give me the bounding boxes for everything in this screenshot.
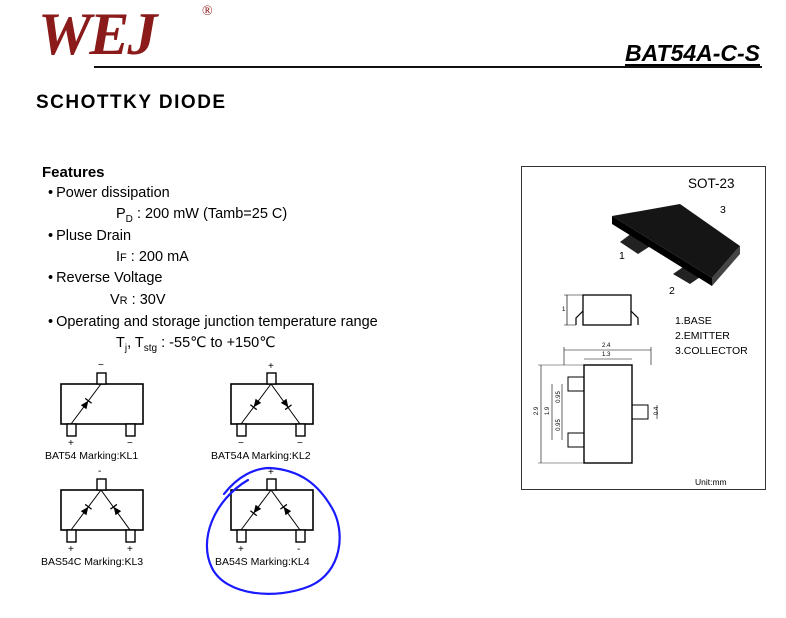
dim-1-9: 1.9 <box>545 406 552 416</box>
feature-power-label: Power dissipation <box>48 185 170 201</box>
header-rule <box>94 66 762 68</box>
pin-legend-base: 1.BASE <box>675 315 712 327</box>
circuit-bat54a <box>230 372 314 437</box>
feature-voltage-value: VR : 30V <box>110 292 166 308</box>
unit-note: Unit:mm <box>695 477 727 487</box>
polarity-c3-right: + <box>127 544 133 555</box>
polarity-c2-top: + <box>268 361 274 372</box>
package-side-view <box>564 294 639 326</box>
circuit-label-bas54c: BAS54C Marking:KL3 <box>41 556 144 568</box>
circuit-label-bat54a: BAT54A Marking:KL2 <box>211 450 311 462</box>
circuit-bas54c <box>60 478 144 543</box>
annotation-circle <box>205 466 341 595</box>
feature-temp-label: Operating and storage junction temperatu… <box>48 314 378 330</box>
polarity-c1-right: − <box>127 438 133 449</box>
brand-logo: WEJ <box>38 1 157 67</box>
polarity-c4-top: + <box>268 467 274 478</box>
dim-1: 1 <box>562 307 566 313</box>
feature-drain-value: IF : 200 mA <box>116 249 189 265</box>
pin-2-label: 2 <box>669 285 675 297</box>
polarity-c4-left: + <box>238 544 244 555</box>
dim-0-4: 0.4 <box>654 406 661 416</box>
package-panel <box>521 166 766 490</box>
polarity-c3-left: + <box>68 544 74 555</box>
pin-3-label: 3 <box>720 204 726 216</box>
pin-legend-emitter: 2.EMITTER <box>675 330 730 342</box>
feature-temp-value: Tj, Tstg : -55℃ to +150℃ <box>116 335 276 354</box>
circuit-bat54 <box>60 372 144 437</box>
polarity-c1-left: + <box>68 438 74 449</box>
circuit-label-bat54: BAT54 Marking:KL1 <box>45 450 139 462</box>
package-3d-view <box>612 204 740 286</box>
circuit-ba54s <box>230 478 314 543</box>
feature-voltage-label: Reverse Voltage <box>48 270 162 286</box>
package-name: SOT-23 <box>688 176 735 191</box>
polarity-c1-top: − <box>98 360 104 371</box>
circuit-label-ba54s: BA54S Marking:KL4 <box>215 556 310 568</box>
pin-legend-collector: 3.COLLECTOR <box>675 345 748 357</box>
dim-2-9: 2.9 <box>534 406 541 416</box>
page-subtitle: SCHOTTKY DIODE <box>36 92 227 113</box>
polarity-c2-right: − <box>297 438 303 449</box>
polarity-c2-left: − <box>238 438 244 449</box>
package-top-view <box>538 347 658 464</box>
part-number: BAT54A-C-S <box>624 40 760 66</box>
features-heading: Features <box>42 164 105 181</box>
dim-0-95-lower: 0.95 <box>555 419 562 431</box>
registered-mark: ® <box>202 4 213 19</box>
feature-power-value: PD : 200 mW (Tamb=25 C) <box>116 206 288 225</box>
polarity-c3-top: - <box>98 466 102 477</box>
pin-1-label: 1 <box>619 250 625 262</box>
polarity-c4-right: - <box>297 544 301 555</box>
dim-1-3: 1.3 <box>602 352 611 358</box>
feature-drain-label: Pluse Drain <box>48 228 131 244</box>
dim-2-4: 2.4 <box>602 343 611 349</box>
dim-0-95-upper: 0.95 <box>555 391 562 403</box>
